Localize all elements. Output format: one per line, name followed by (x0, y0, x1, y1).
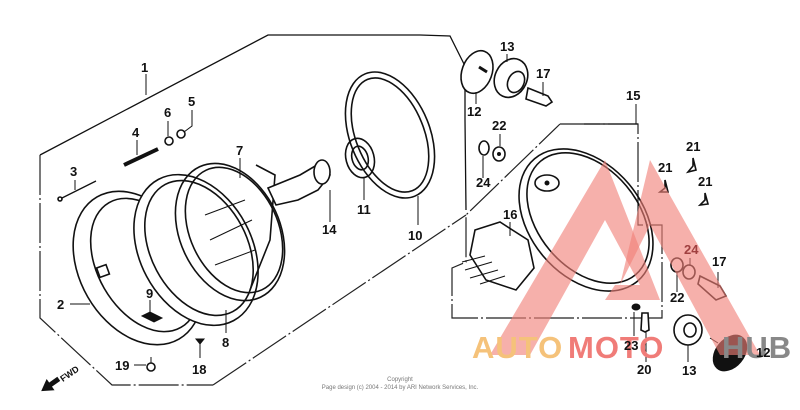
callout-7: 7 (236, 143, 243, 158)
callout-12b: 12 (756, 345, 770, 360)
part-12-lens-top (460, 49, 494, 104)
assembly-15-boundary (451, 104, 663, 319)
watermark-triangle-right (620, 160, 760, 355)
part-20-screw (640, 312, 650, 362)
part-7-reflector (174, 158, 286, 302)
callout-21a: 21 (686, 139, 700, 154)
callout-23: 23 (624, 338, 638, 353)
part-23-cap (631, 303, 641, 336)
callout-19: 19 (115, 358, 129, 373)
part-17-bulb-top (525, 82, 554, 107)
copyright-notice: Copyright Page design (c) 2004 - 2014 by… (322, 377, 479, 391)
part-5-6-nuts (164, 110, 193, 146)
callout-13b: 13 (682, 363, 696, 378)
watermark-text-hub: HUB (722, 330, 792, 365)
callout-22a: 22 (492, 118, 506, 133)
watermark-triangle-left (490, 160, 660, 355)
copyright-line-2: Page design (c) 2004 - 2014 by ARI Netwo… (322, 385, 479, 391)
watermark-text-moto: MOTO (568, 330, 664, 365)
callout-24b: 24 (684, 242, 699, 257)
callout-16: 16 (503, 207, 517, 222)
part-4-spring (123, 140, 159, 167)
part-19-screw (134, 357, 156, 372)
part-16-connector (461, 221, 535, 291)
callout-5: 5 (188, 94, 195, 109)
callout-21c: 21 (698, 174, 712, 189)
callout-13: 13 (500, 39, 514, 54)
callout-6: 6 (164, 105, 171, 120)
part-9-clip (140, 300, 164, 323)
part-11-ring (344, 137, 376, 200)
callout-2: 2 (57, 297, 64, 312)
callout-9: 9 (146, 286, 153, 301)
part-13-socket-lower (673, 314, 703, 362)
callout-1: 1 (141, 60, 148, 75)
part-22-24-washers (478, 134, 506, 178)
callout-11: 11 (357, 202, 371, 217)
callout-10: 10 (408, 228, 422, 243)
part-14-socket (266, 159, 331, 222)
callout-18: 18 (192, 362, 206, 377)
fwd-direction-marker: FWD (41, 364, 81, 392)
callout-15: 15 (626, 88, 640, 103)
part-13-socket-top (493, 54, 529, 99)
callout-12: 12 (467, 104, 481, 119)
callout-24a: 24 (476, 175, 491, 190)
callout-4: 4 (132, 125, 140, 140)
part-8-lens (133, 173, 259, 333)
watermark-text-auto: AUTO (472, 330, 563, 365)
callout-labels: 1 2 3 4 5 6 7 8 9 10 11 12 13 14 15 16 1… (57, 39, 770, 378)
callout-8: 8 (222, 335, 229, 350)
callout-14: 14 (322, 222, 337, 237)
callout-22b: 22 (670, 290, 684, 305)
callout-3: 3 (70, 164, 77, 179)
copyright-line-1: Copyright (387, 377, 413, 383)
part-3-screw (57, 180, 97, 202)
callout-17: 17 (536, 66, 550, 81)
callout-17b: 17 (712, 254, 726, 269)
part-10-mount-ring (344, 71, 436, 225)
fwd-label: FWD (58, 364, 81, 384)
part-18-screw (194, 338, 206, 358)
callout-20: 20 (637, 362, 651, 377)
assembly-1-boundary (39, 34, 467, 386)
watermark-logo: AUTO MOTO HUB (472, 160, 792, 365)
arrow-left-down-icon (41, 376, 61, 392)
callout-21b: 21 (658, 160, 672, 175)
